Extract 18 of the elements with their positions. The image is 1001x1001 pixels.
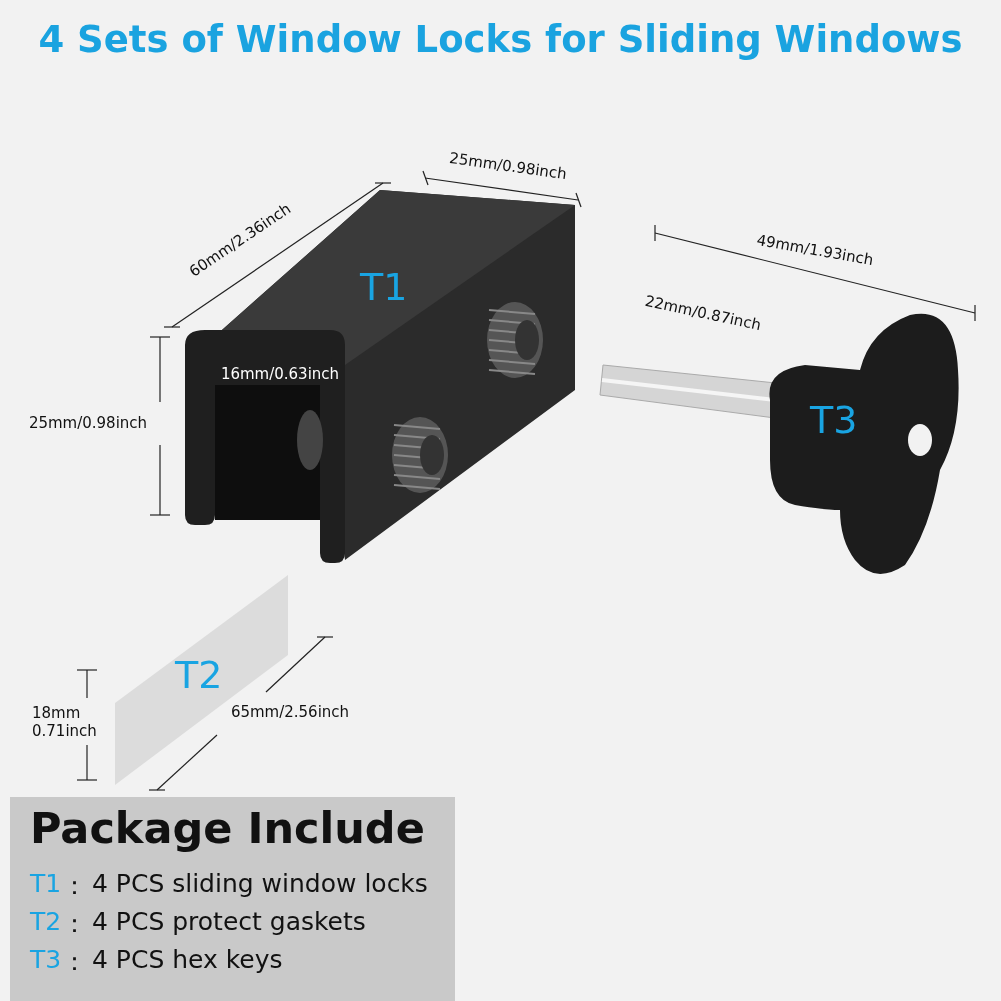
part-label: T3: [810, 398, 858, 442]
item-text: 4 PCS hex keys: [92, 945, 283, 974]
dimension-label: 25mm/0.98inch: [28, 414, 148, 432]
colon-separator: ：: [62, 946, 87, 978]
item-code: T2: [30, 907, 62, 936]
package-panel: [10, 797, 455, 1001]
part-label: T1: [360, 265, 408, 309]
item-text: 4 PCS protect gaskets: [92, 907, 366, 936]
item-code: T1: [30, 869, 62, 898]
item-text: 4 PCS sliding window locks: [92, 869, 428, 898]
title: 4 Sets of Window Locks for Sliding Windows: [37, 18, 964, 61]
part-label: T2: [175, 653, 223, 697]
panel-heading: Package Include: [30, 803, 425, 853]
dimension-label: 65mm/2.56inch: [230, 703, 350, 721]
colon-separator: ：: [62, 908, 87, 940]
item-code: T3: [30, 945, 62, 974]
colon-separator: ：: [62, 870, 87, 902]
dimension-label: 16mm/0.63inch: [220, 365, 340, 383]
